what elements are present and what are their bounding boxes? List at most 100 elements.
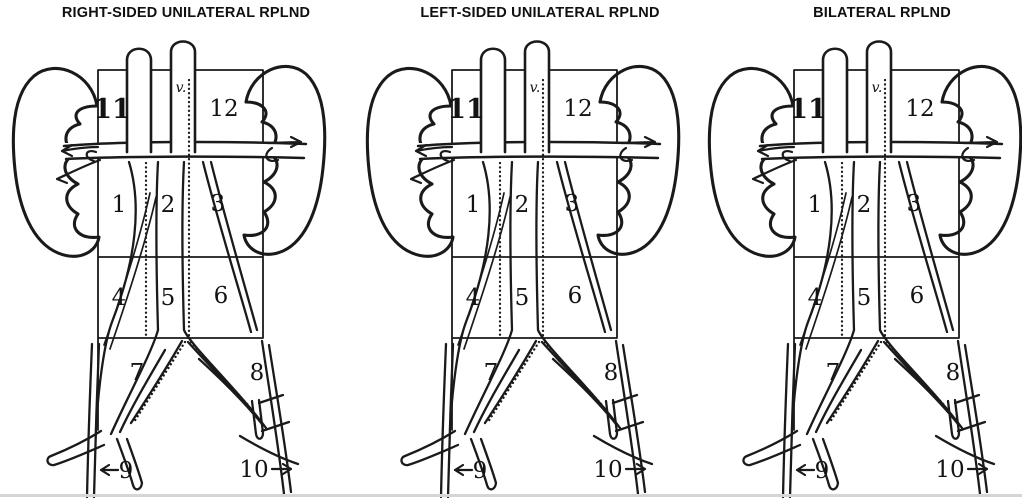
left-renal-vessel-arrow-lower [409,158,456,185]
right-paravertebral-vessel [260,339,293,496]
template-grid [451,69,618,431]
left-iliac-dotted-line [486,340,541,424]
left-hilum-hook [439,150,452,163]
right-kidney-outline [938,64,1022,256]
right-renal-vessel-arrow [962,135,999,149]
panel-artwork: LEFT-SIDED UNILATERAL RPLND 11 12 v. 1 2… [365,5,681,498]
left-iliac-inner-wall [825,339,880,425]
left-renal-vessel-arrow-upper [756,143,796,158]
left-iliac-vein [814,348,863,434]
right-paravertebral-vessel [956,339,989,496]
aorta-left-wall-left-iliac [805,160,856,436]
zone-4-label: 4 [808,285,823,311]
left-internal-iliac-stub [811,437,840,491]
zone-2-label: 2 [515,192,530,218]
left-internal-iliac-stub [115,437,144,491]
zone-12-label: 12 [563,96,592,122]
template-grid [793,69,960,431]
left-renal-vessel-arrow-upper [414,143,454,158]
aorta-left-wall-left-iliac [463,160,514,436]
zone-8-label: 8 [250,360,265,386]
zone-9-label: 9 [119,458,134,484]
zone-11-label: 11 [789,94,827,125]
zone-9-label: 9 [815,458,830,484]
right-hilum-hook [961,146,976,162]
left-gonadal-vessel [897,160,955,334]
zone-10-label: 10 [239,457,268,483]
panel-bilateral: BILATERAL RPLND 11 12 v. 1 2 3 4 5 6 7 8… [696,0,1022,498]
zone-2-label: 2 [161,192,176,218]
left-gonadal-vessel [555,160,613,334]
left-kidney-outline [365,66,455,258]
right-kidney-outline [596,64,681,256]
right-node-packet-box [592,393,654,466]
left-iliac-vein [472,348,521,434]
zone-4-label: 4 [112,285,127,311]
zone-3-label: 3 [211,191,226,217]
left-paravertebral-vessel [781,342,797,498]
zone-6-label: 6 [910,283,925,309]
panel-title: RIGHT-SIDED UNILATERAL RPLND [62,5,310,21]
left-paravertebral-vessel [85,342,101,498]
left-iliac-dotted-line [132,340,187,424]
zone-5-label: 5 [515,285,530,311]
zone-9-arrow [99,463,120,477]
zone-8-label: 8 [946,360,961,386]
left-iliac-branch-stub [742,429,802,467]
right-iliac-vein [551,357,618,426]
left-internal-iliac-stub [469,437,498,491]
vein-label: v. [530,80,541,96]
left-iliac-inner-wall [129,339,184,425]
zone-5-label: 5 [857,285,872,311]
left-iliac-dotted-line [828,340,883,424]
zone-10-arrow [624,462,647,476]
zone-8-region [889,338,973,409]
zone-12-label: 12 [209,96,238,122]
zone-3-region [886,160,959,257]
zone-9-arrow [453,463,474,477]
left-iliac-inner-wall [483,339,538,425]
left-paravertebral-vessel [439,342,455,498]
panel-left-sided-unilateral: LEFT-SIDED UNILATERAL RPLND 11 12 v. 1 2… [354,0,694,498]
aorta-trunk [523,40,551,154]
right-node-packet-box [934,393,996,466]
panel-right-sided-unilateral: RIGHT-SIDED UNILATERAL RPLND 11 12 v. 1 … [0,0,340,498]
zone-7-label: 7 [130,360,145,386]
zone-8-label: 8 [604,360,619,386]
zone-10-arrow [270,462,293,476]
zone-9-label: 9 [473,458,488,484]
zone-3-region [190,160,263,257]
zone-6-label: 6 [214,283,229,309]
zone-7-label: 7 [484,360,499,386]
ivc-trunk [125,47,153,154]
right-node-packet-box [238,393,300,466]
vein-label: v. [176,80,187,96]
zone-3-label: 3 [907,191,922,217]
template-grid [97,69,264,431]
zone-10-label: 10 [935,457,964,483]
left-renal-vessel-arrow-upper [60,143,100,158]
zone-6-label: 6 [568,283,583,309]
left-kidney-outline [707,66,797,258]
right-iliac-vein [893,357,960,426]
right-iliac-dotted-line [885,340,946,407]
zone-1-label: 1 [466,192,481,218]
zone-11-label: 11 [93,94,131,125]
right-ureter [457,192,511,350]
zone-10-arrow [966,462,989,476]
zone-7-label: 7 [826,360,841,386]
aorta-trunk [865,40,893,154]
left-iliac-branch-stub [400,429,460,467]
right-kidney-outline [242,64,327,256]
zone-12-label: 12 [905,96,934,122]
zone-1-label: 1 [808,192,823,218]
right-internal-iliac-stub [604,398,619,440]
right-renal-vessel-arrow [620,135,657,149]
left-hilum-hook [781,150,794,163]
right-ureter [103,192,157,350]
zone-5-label: 5 [161,285,176,311]
vein-label: v. [872,80,883,96]
zone-4-label: 4 [466,285,481,311]
zone-2-label: 2 [857,192,872,218]
